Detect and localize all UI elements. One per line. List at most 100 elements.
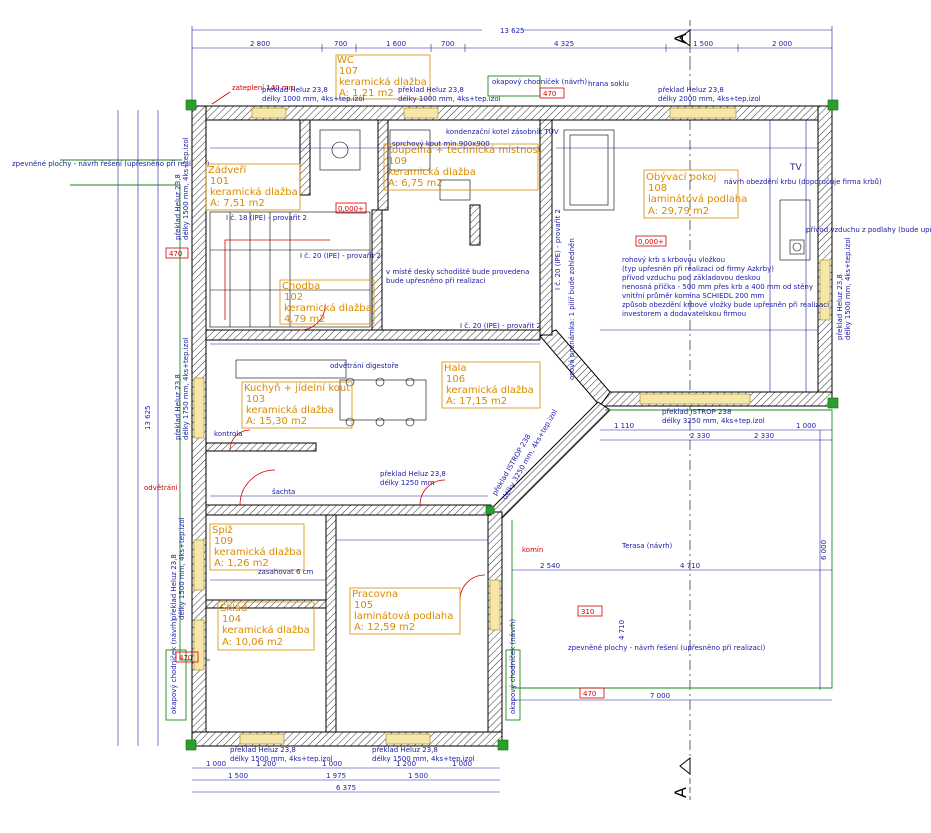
- room-obyvaci-pokoj: Obývací pokoj 108 laminátová podlaha A: …: [643, 169, 747, 219]
- corner-markers: [185, 99, 839, 751]
- terrace: 1 110 2 330 1 000 2 330 2 540 4 710 7 00…: [511, 409, 833, 701]
- top-dim-7: 2 000: [772, 40, 792, 48]
- note-ipe-1: I č. 18 (IPE) - provařit 2: [226, 214, 307, 222]
- note-lintel-west-1-len: délky 1500 mm, 4ks+tep.izol: [182, 137, 190, 240]
- note-krb-7: investorem a dodavatelskou firmou: [622, 310, 746, 318]
- bottom-dim-2-3: 1 500: [408, 772, 428, 780]
- level-tag-470-a: 470: [543, 90, 556, 98]
- note-lintel-top-left: překlad Heluz 23,8: [262, 86, 328, 94]
- room-number: 102: [284, 292, 303, 303]
- note-lintel-hall-len: délky 1250 mm: [380, 479, 435, 487]
- paved-area-left-note: zpevněné plochy - návrh řešení (upřesněn…: [12, 160, 210, 168]
- room-area: A: 7,51 m2: [210, 198, 265, 209]
- overall-height-label: 13 625: [144, 406, 152, 431]
- room-number: 107: [339, 66, 358, 77]
- note-odsavac: odvětrání digestoře: [330, 362, 399, 370]
- room-floor: laminátová podlaha: [648, 193, 747, 205]
- note-lintel-istrop-len: délky 3250 mm, 4ks+tep.izol: [662, 417, 765, 425]
- note-okap-west: okapový chodníček (návrh): [170, 619, 178, 714]
- terrace-dim-7: 7 000: [650, 692, 670, 700]
- note-schody: v místě desky schodiště bude provedena: [386, 268, 529, 276]
- note-lintel-west-1: překlad Heluz 23,8: [174, 174, 182, 240]
- note-odvetrani: odvětrání: [144, 484, 179, 492]
- overall-dimension-left: 13 625: [117, 110, 159, 746]
- note-schodiste-pozn: osová poznámka: 1 pilíř bude zohledněn: [568, 238, 576, 380]
- room-area: A: 12,59 m2: [354, 622, 415, 633]
- annotations: zateplení 140 mm překlad Heluz 23,8 délk…: [144, 75, 931, 763]
- room-number: 103: [246, 394, 265, 405]
- note-navrh-krbu: návrh obezdění krbu (doporučuje firma kr…: [724, 178, 882, 186]
- bottom-dim-2-1: 1 500: [228, 772, 248, 780]
- room-name: Hala: [444, 363, 467, 374]
- room-name: Zádveří: [208, 164, 248, 176]
- level-tag-470-d: 470: [583, 690, 596, 698]
- level-tag-470-b: 470: [169, 250, 182, 258]
- terrace-dim-5: 2 540: [540, 562, 560, 570]
- note-lintel-bottom-1: překlad Heluz 23,8: [230, 746, 296, 754]
- room-number: 105: [354, 600, 373, 611]
- note-lintel-top-left-len: délky 1000 mm, 4ks+tep.izol: [262, 95, 365, 103]
- note-ipe-2: I č. 20 (IPE) - provařit 2: [300, 252, 381, 260]
- room-floor: keramická dlažba: [388, 166, 476, 178]
- overall-width-label: 13 625: [500, 27, 525, 35]
- level-tag-0-a: 0,000+: [338, 205, 364, 213]
- room-number: 101: [210, 176, 229, 187]
- bottom-dim-2-2: 1 975: [326, 772, 346, 780]
- top-dim-2: 700: [334, 40, 347, 48]
- room-chodba: Chodba 102 keramická dlažba 4,79 m2: [279, 279, 375, 325]
- top-dim-1: 2 800: [250, 40, 270, 48]
- bottom-dim-1-4: 1 200: [396, 760, 416, 768]
- note-krb-3: přívod vzduchu pod základovou deskou: [622, 274, 760, 282]
- note-krb-1: rohový krb s krbovou vložkou: [622, 256, 725, 264]
- room-name: WC: [337, 55, 354, 66]
- note-lintel-west-2-len: délky 1750 mm, 4ks+tep.izol: [182, 337, 190, 440]
- room-kuchyn: Kuchyň + jídelní kout 103 keramická dlaž…: [241, 381, 353, 429]
- room-name: Koupelna + technická místnost: [386, 144, 542, 156]
- bottom-dim-1-3: 1 000: [322, 760, 342, 768]
- overall-dimension-top: 13 625: [191, 24, 833, 110]
- level-tag-0-b: 0,000+: [638, 238, 664, 246]
- room-floor: keramická dlažba: [284, 302, 372, 314]
- note-lintel-bottom-1-len: délky 1500 mm, 4ks+tep.izol: [230, 755, 333, 763]
- note-okap: okapový chodníček (návrh): [492, 78, 587, 86]
- room-floor: keramická dlažba: [214, 546, 302, 558]
- note-lintel-top-right: překlad Heluz 23,8: [658, 86, 724, 94]
- terrace-dim-9: 4 710: [618, 620, 626, 640]
- note-krb-6: způsob obezdění krbové vložky bude upřes…: [622, 301, 829, 309]
- note-tv: TV: [789, 163, 802, 173]
- room-area: A: 6,75 m2: [388, 178, 443, 189]
- interior-dimension-lines: [210, 120, 818, 581]
- room-number: 106: [446, 374, 465, 385]
- note-ipe-4: I č. 20 (IPE) - provařit 2: [554, 209, 562, 290]
- level-tag-310: 310: [581, 608, 594, 616]
- room-pracovna: Pracovna 105 laminátová podlaha A: 12,59…: [349, 587, 461, 635]
- room-name: Pracovna: [352, 589, 398, 600]
- note-lintel-istrop: překlad ISTROP 238: [662, 408, 731, 416]
- room-floor: keramická dlažba: [222, 624, 310, 636]
- room-area: A: 1,21 m2: [339, 88, 394, 99]
- note-lintel-top-right-len: délky 2000 mm, 4ks+tep.izol: [658, 95, 761, 103]
- room-wc: WC 107 keramická dlažba A: 1,21 m2: [335, 54, 431, 100]
- note-lintel-west-3: překlad Heluz 23,8: [170, 554, 178, 620]
- note-zasahovat: zasahovat 6 cm: [258, 568, 314, 576]
- room-area: A: 17,15 m2: [446, 396, 507, 407]
- room-floor: keramická dlažba: [210, 186, 298, 198]
- top-dim-3: 1 600: [386, 40, 406, 48]
- note-lintel-top-mid-len: délky 1000 mm, 4ks+tep.izol: [398, 95, 501, 103]
- room-floor: keramická dlažba: [446, 384, 534, 396]
- section-mark-bottom: A: [671, 756, 691, 800]
- top-dimension-chain: 2 800 700 1 600 700 4 325 1 500 2 000: [192, 40, 832, 52]
- note-hrana-soklu: hrana soklu: [588, 80, 629, 88]
- note-krb-2: (typ upřesněn při realizaci od firmy Azk…: [622, 265, 774, 273]
- interior-walls: [205, 119, 553, 733]
- room-zadveri: Zádveří 101 keramická dlažba A: 7,51 m2: [205, 163, 301, 211]
- note-krb-5: vnitřní průměr komína SCHIEDL 200 mm: [622, 292, 764, 300]
- note-lintel-west-2: překlad Heluz 23,8: [174, 374, 182, 440]
- bottom-dim-1-1: 1 000: [206, 760, 226, 768]
- note-lintel-top-mid: překlad Heluz 23,8: [398, 86, 464, 94]
- room-name: Kuchyň + jídelní kout: [244, 382, 350, 394]
- terrace-dim-2: 2 330: [690, 432, 710, 440]
- note-privod: přívod vzduchu z podlahy (bude upřesněno…: [806, 226, 931, 234]
- bottom-dim-1-2: 1 200: [256, 760, 276, 768]
